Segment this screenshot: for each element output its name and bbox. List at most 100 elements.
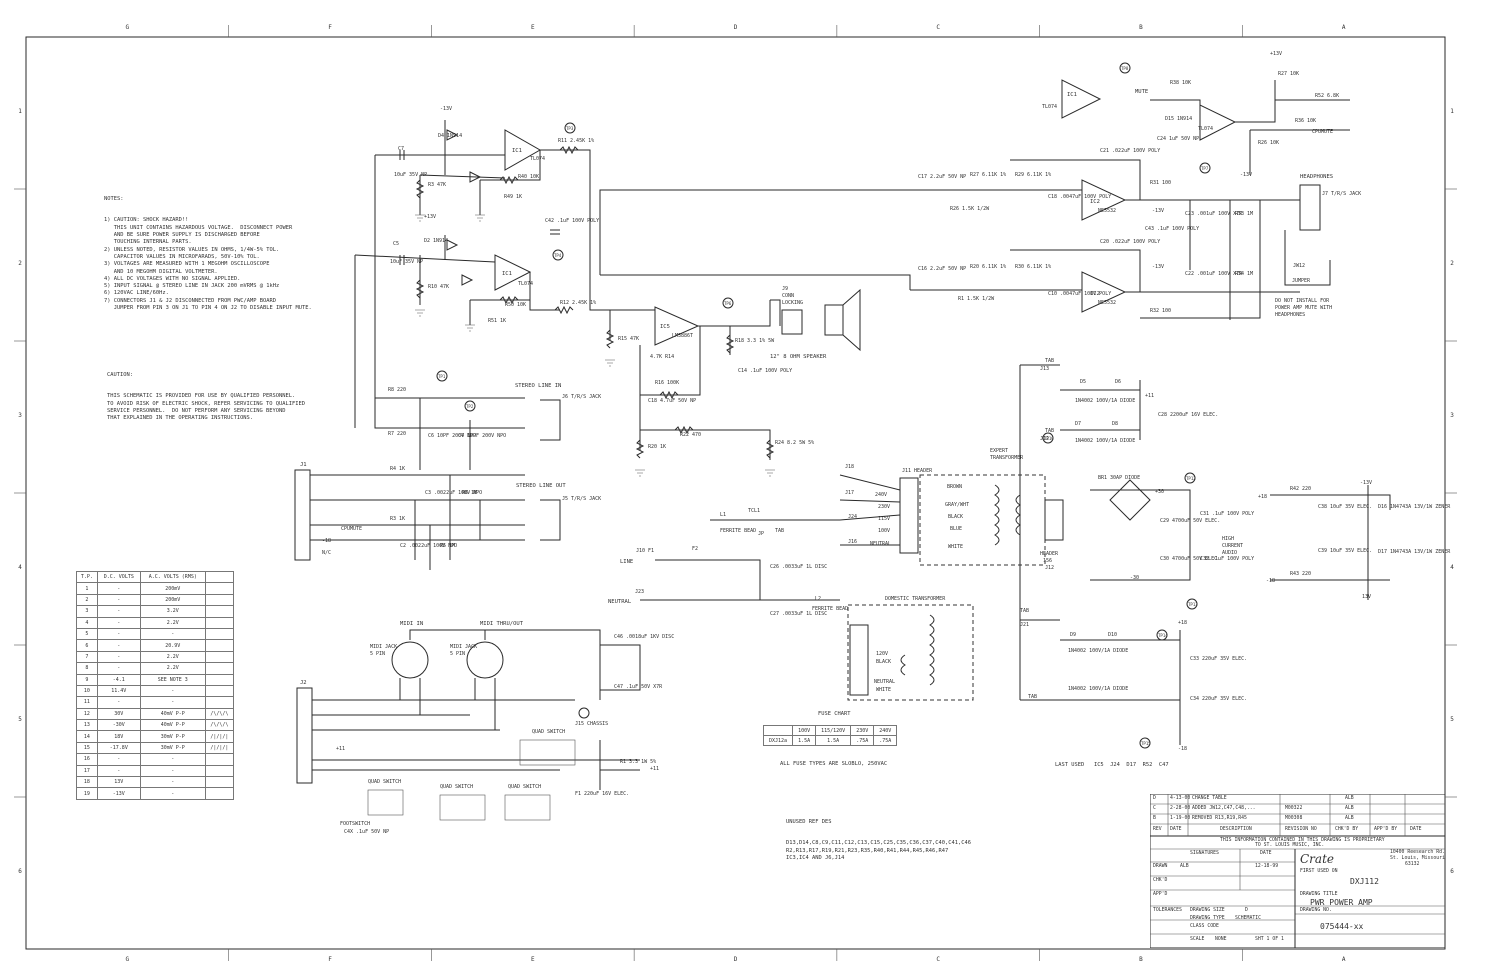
svg-text:C34 220uF 35V ELEC.: C34 220uF 35V ELEC. [1190,696,1247,702]
rev-header-app: APP'D BY [1374,827,1398,832]
col-label-bottom: E [531,956,535,963]
svg-text:C24 1uF 50V NP: C24 1uF 50V NP [1157,136,1199,142]
col-label-top: F [328,24,332,31]
drawing-type: SCHEMATIC [1235,916,1261,921]
row-label-left: 3 [18,412,22,419]
row-label-left: 2 [18,260,22,267]
svg-text:NE5532: NE5532 [1098,208,1116,214]
svg-text:R27 10K: R27 10K [1278,71,1299,77]
svg-text:WHITE: WHITE [876,687,891,693]
tp-cell: - [96,593,141,607]
svg-text:TL074: TL074 [1042,104,1057,110]
stereo-line-in-label: STEREO LINE IN [515,383,561,389]
line-label: LINE [620,559,633,565]
ic5-power-amp [654,306,700,346]
svg-text:NEUTRAL: NEUTRAL [874,679,895,685]
fuse-chart-note: ALL FUSE TYPES ARE SLOBLO, 250VAC [780,761,888,767]
row-label-right: 4 [1450,564,1454,571]
svg-text:C47 .1uF 50V X7R: C47 .1uF 50V X7R [614,684,663,690]
fuse-cell-header: 115/120V [815,725,852,736]
svg-text:J24: J24 [848,514,857,520]
row-label-right: 2 [1450,260,1454,267]
title-block-grid [1150,794,1445,948]
svg-text:IC1: IC1 [1067,92,1077,98]
svg-text:D2 1N914: D2 1N914 [424,238,448,244]
svg-text:TL074: TL074 [1198,126,1213,132]
tp-cell: 10 [76,684,98,698]
svg-text:D6: D6 [1115,379,1121,385]
rev-c-date: 2-28-00 [1170,806,1191,811]
svg-text:-13V: -13V [1152,264,1164,270]
svg-text:R1 1.5K 1/2W: R1 1.5K 1/2W [958,296,995,302]
svg-text:-30: -30 [1130,575,1139,581]
svg-text:QUAD SWITCH: QUAD SWITCH [368,779,401,785]
svg-text:R34 1M: R34 1M [1235,271,1253,277]
svg-text:13V: 13V [1362,594,1371,600]
tp-cell: 20.9V [139,639,206,652]
col-label-top: B [1139,24,1143,31]
ic1-mute-opamp [1061,79,1102,119]
svg-text:C20 .022uF 100V POLY: C20 .022uF 100V POLY [1100,239,1160,245]
svg-text:TP12: TP12 [1186,476,1196,481]
note-line: AND 10 MEGOHM DIGITAL VOLTMETER. [104,268,218,275]
headphone-section: IC2 NE5532 IC2 NE5532 IC1 TL074 TL074 MU… [910,51,1361,320]
svg-text:DO NOT INSTALL FOR: DO NOT INSTALL FOR [1275,298,1330,304]
note-line: THIS UNIT CONTAINS HAZARDOUS VOLTAGE. DI… [104,224,293,231]
svg-text:IC5: IC5 [660,324,670,330]
proprietary-line2: TO ST. LOUIS MUSIC, INC. [1255,843,1325,848]
table-row: 7-2.2V [76,650,235,664]
svg-text:J9: J9 [782,286,788,292]
unused-ref-line: IC3,IC4 AND J6,J14 [786,855,845,862]
stereo-line-out-label: STEREO LINE OUT [516,483,566,489]
svg-text:TAB: TAB [1028,694,1037,700]
tp-cell [204,605,235,618]
tp-cell: 5 [76,627,98,641]
svg-text:C7: C7 [398,146,404,152]
rev-b-date: 1-19-00 [1170,816,1191,821]
rev-d-date: 4-13-00 [1170,796,1191,801]
note-line: 5) INPUT SIGNAL @ STEREO LINE IN JACK 20… [104,283,280,290]
svg-text:R43 220: R43 220 [1290,571,1311,577]
headphones-label: HEADPHONES [1300,174,1333,180]
svg-text:C17 2.2uF 50V NP: C17 2.2uF 50V NP [918,174,966,180]
row-label-left: 5 [18,716,22,723]
table-row: 16-- [76,753,235,766]
svg-text:R50 10K: R50 10K [505,302,526,308]
svg-text:D17 1N4743A 13V/1W ZENER: D17 1N4743A 13V/1W ZENER [1378,549,1451,555]
svg-text:J5 T/R/S JACK: J5 T/R/S JACK [562,496,601,502]
svg-text:C6 10PF 200V NPO: C6 10PF 200V NPO [428,433,476,439]
tp-cell [204,650,235,664]
svg-text:MIDI JACK: MIDI JACK [370,644,397,650]
tp-cell: - [96,764,141,778]
svg-text:J2: J2 [300,680,307,686]
rev-d-desc: CHANGE TABLE [1192,796,1227,801]
tp-cell-header: T.P. [76,570,98,584]
tp-cell: - [96,582,141,595]
tp-cell: 200mV [139,593,206,607]
svg-text:C18 .0047uF 100V POLY: C18 .0047uF 100V POLY [1048,194,1111,200]
svg-text:MIDI THRU/OUT: MIDI THRU/OUT [480,621,524,627]
svg-text:R30 6.11K 1%: R30 6.11K 1% [1015,264,1051,270]
tp-cell: 6 [76,639,98,652]
svg-text:5 PIN: 5 PIN [450,651,465,657]
caution-line: THAT EXPLAINED IN THE OPERATING INSTRUCT… [107,415,254,422]
svg-text:R5 1M: R5 1M [440,543,455,549]
svg-text:J1: J1 [300,462,307,468]
svg-text:LM3886T: LM3886T [672,333,693,339]
fuse-cell: .75A [873,735,898,746]
unused-ref-line: D13,D14,C8,C9,C11,C12,C13,C15,C25,C35,C3… [786,840,971,847]
svg-text:QUAD SWITCH: QUAD SWITCH [440,784,473,790]
tp-cell: - [96,605,141,618]
svg-text:IC2: IC2 [1090,199,1100,205]
svg-text:BLUE: BLUE [950,526,962,532]
col-label-bottom: C [936,956,940,963]
svg-text:N/C: N/C [322,550,331,556]
svg-text:R22 470: R22 470 [680,432,701,438]
svg-text:MIDI JACK: MIDI JACK [450,644,477,650]
svg-text:-13V: -13V [1152,208,1164,214]
row-label-left: 6 [18,868,22,875]
svg-text:J13: J13 [1040,366,1049,372]
fuse-cell-header [762,725,794,736]
